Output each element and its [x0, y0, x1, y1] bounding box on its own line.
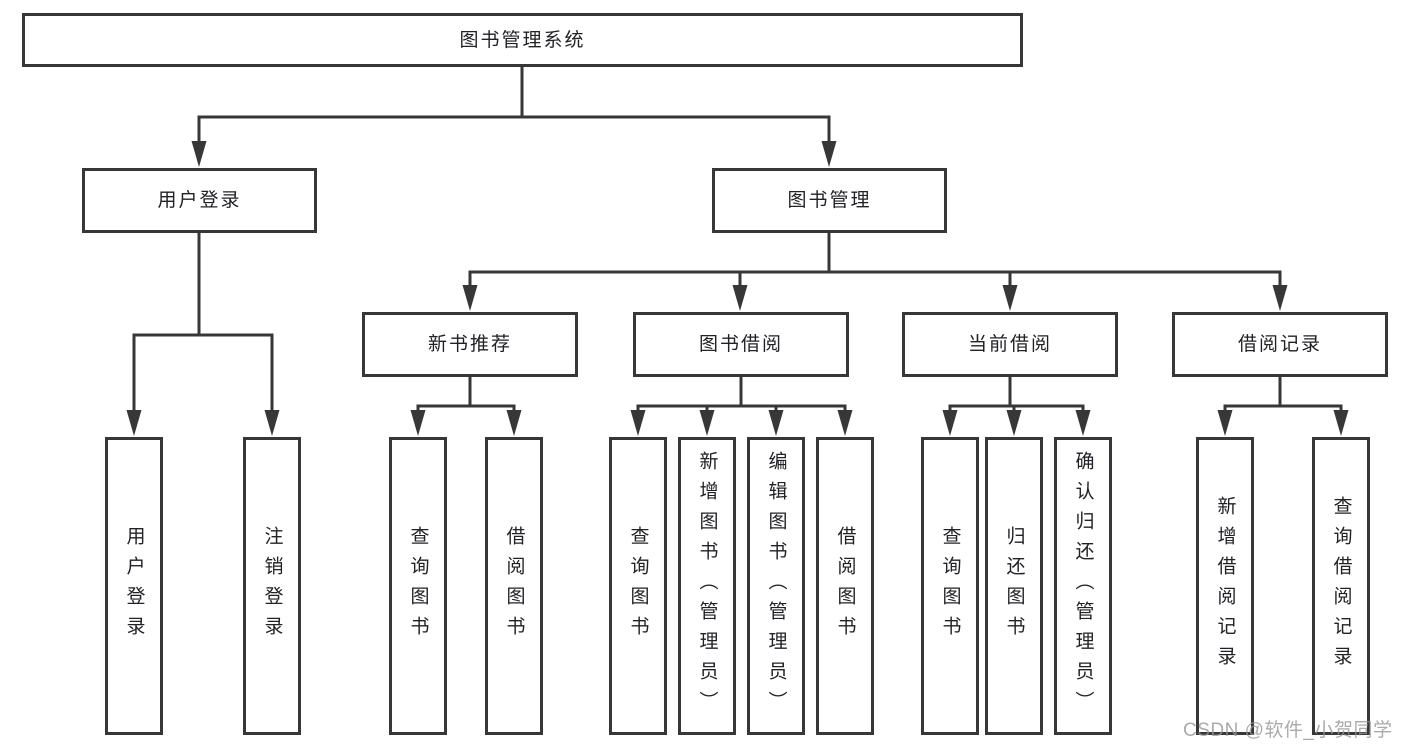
- leaf-query-borrow-record: 查询借阅记录: [1312, 437, 1370, 735]
- leaf-logout: 注销登录: [243, 437, 301, 735]
- csdn-watermark: CSDN @软件_小贺同学: [1183, 720, 1393, 741]
- node-new-book-recommendation: 新书推荐: [362, 312, 578, 377]
- node-current-borrowing: 当前借阅: [902, 312, 1118, 377]
- leaf-add-book-admin: 新增图书（管理员）: [678, 437, 736, 735]
- leaf-confirm-return-admin: 确认归还（管理员）: [1054, 437, 1112, 735]
- leaf-edit-book-admin: 编辑图书（管理员）: [747, 437, 805, 735]
- node-book-borrowing: 图书借阅: [633, 312, 849, 377]
- leaf-query-books-recommend: 查询图书: [389, 437, 447, 735]
- leaf-return-book: 归还图书: [985, 437, 1043, 735]
- leaf-borrow-books-recommend: 借阅图书: [485, 437, 543, 735]
- node-book-management: 图书管理: [712, 168, 947, 233]
- leaf-query-books-current: 查询图书: [921, 437, 979, 735]
- node-user-login: 用户登录: [82, 168, 317, 233]
- leaf-borrow-books: 借阅图书: [816, 437, 874, 735]
- node-library-management-system: 图书管理系统: [22, 13, 1023, 67]
- leaf-user-login: 用户登录: [105, 437, 163, 735]
- leaf-add-borrow-record: 新增借阅记录: [1196, 437, 1254, 735]
- node-borrowing-records: 借阅记录: [1172, 312, 1388, 377]
- leaf-query-books-borrowing: 查询图书: [609, 437, 667, 735]
